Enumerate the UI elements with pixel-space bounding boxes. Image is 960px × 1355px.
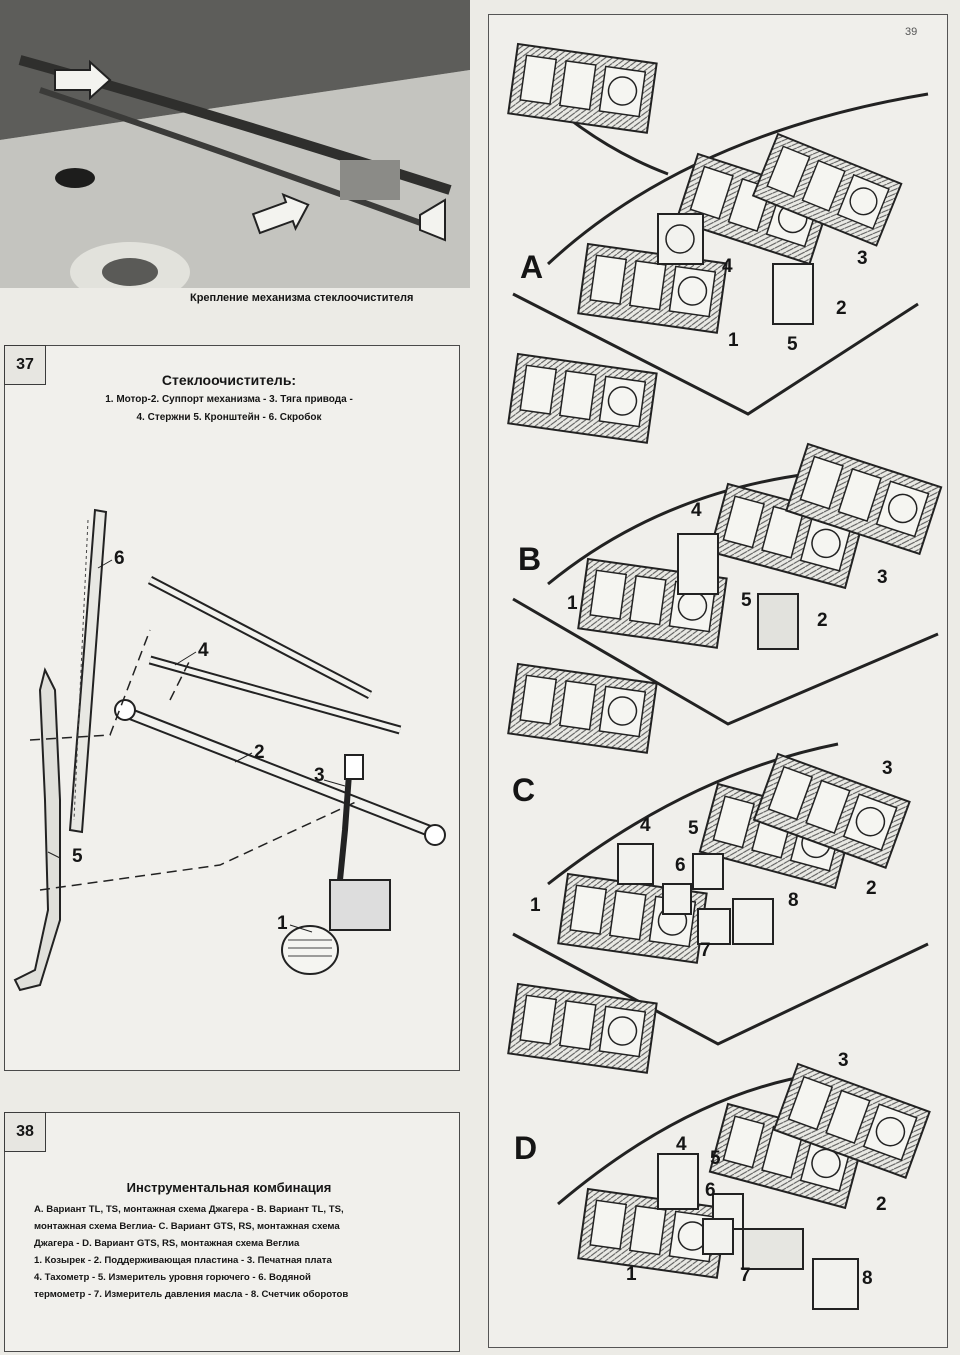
callout-a-4: 4 — [722, 256, 733, 277]
callout-1: 1 — [277, 913, 288, 934]
callout-d-3: 3 — [838, 1050, 849, 1071]
photo-illustration — [0, 0, 470, 288]
wiper-assembly-diagram — [13, 508, 446, 992]
callout-a-5: 5 — [787, 334, 798, 355]
callout-b-2: 2 — [817, 610, 828, 631]
callout-c-2: 2 — [866, 878, 877, 899]
callout-4: 4 — [198, 640, 209, 661]
figure-37-legend-line2: 4. Стержни 5. Кронштейн - 6. Скробок — [136, 412, 322, 423]
callout-b-1: 1 — [567, 593, 578, 614]
page-marker: 39 — [905, 26, 918, 38]
callout-d-1: 1 — [626, 1264, 637, 1285]
callout-2: 2 — [254, 742, 265, 763]
variant-letter-b: B — [518, 541, 542, 577]
callout-3: 3 — [314, 765, 325, 786]
wiper-mount-photo — [0, 0, 470, 288]
figure-38-caption-line: 1. Козырек - 2. Поддерживающая пластина … — [34, 1255, 332, 1266]
callout-c-6: 6 — [675, 855, 686, 876]
callout-d-6: 6 — [705, 1180, 716, 1201]
callout-b-5: 5 — [741, 590, 752, 611]
figure-38-caption-line: Джагера - D. Вариант GTS, RS, монтажная … — [34, 1238, 300, 1249]
figure-38-caption-line: 4. Тахометр - 5. Измеритель уровня горюч… — [34, 1272, 311, 1283]
variant-letter-d: D — [514, 1130, 538, 1166]
figure-37-legend-line1: 1. Мотор-2. Суппорт механизма - 3. Тяга … — [105, 394, 353, 405]
figure-number-37: 37 — [4, 345, 46, 385]
instrument-cluster-diagram — [507, 43, 943, 1310]
callout-c-4: 4 — [640, 815, 651, 836]
photo-caption: Крепление механизма стеклоочистителя — [190, 292, 414, 304]
callout-5: 5 — [72, 846, 83, 867]
callout-c-1: 1 — [530, 895, 541, 916]
figure-38-title: Инструментальная комбинация — [126, 1180, 332, 1195]
callout-a-3: 3 — [857, 248, 868, 269]
variant-letter-a: A — [520, 249, 544, 285]
callout-d-4: 4 — [676, 1134, 687, 1155]
figure-38-panel — [4, 1112, 460, 1352]
callout-b-4: 4 — [691, 500, 702, 521]
figure-38-caption-line: A. Вариант TL, TS, монтажная схема Джаге… — [34, 1204, 344, 1215]
callout-c-3: 3 — [882, 758, 893, 779]
callout-b-3: 3 — [877, 567, 888, 588]
callout-d-7: 7 — [740, 1265, 751, 1286]
callout-6: 6 — [114, 548, 125, 569]
figure-38-caption-line: термометр - 7. Измеритель давления масла… — [34, 1289, 349, 1300]
callout-d-2: 2 — [876, 1194, 887, 1215]
figure-number-38: 38 — [4, 1112, 46, 1152]
figure-37-title: Стеклоочиститель: — [161, 372, 297, 388]
callout-a-2: 2 — [836, 298, 847, 319]
figure-38-caption-line: монтажная схема Веглиа- C. Вариант GTS, … — [34, 1221, 340, 1232]
callout-c-7: 7 — [700, 940, 711, 961]
callout-d-8: 8 — [862, 1268, 873, 1289]
callout-a-1: 1 — [728, 330, 739, 351]
variant-letter-c: C — [512, 772, 536, 808]
callout-d-5: 5 — [710, 1148, 721, 1169]
callout-c-8: 8 — [788, 890, 799, 911]
callout-c-5: 5 — [688, 818, 699, 839]
